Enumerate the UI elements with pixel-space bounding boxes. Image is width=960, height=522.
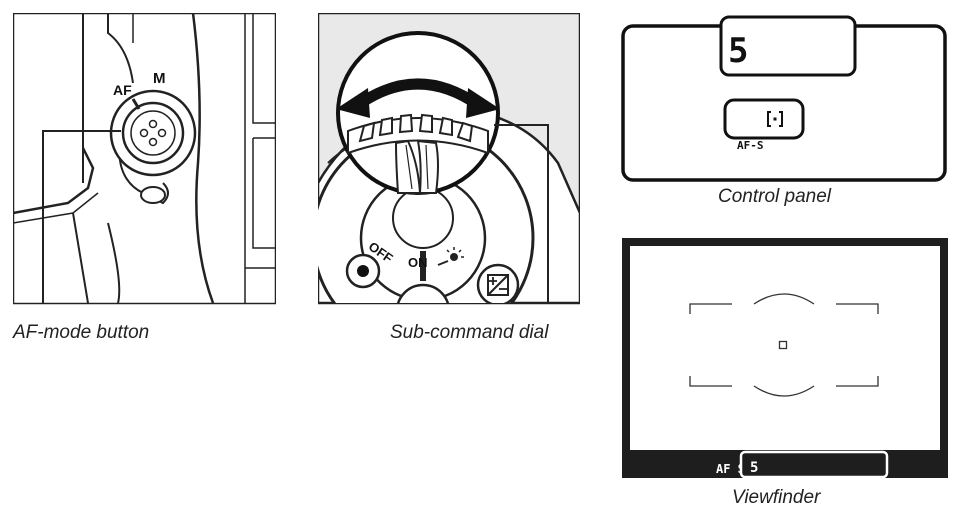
af-label: AF — [113, 82, 132, 98]
record-button[interactable] — [345, 253, 381, 289]
sub-command-dial-caption: Sub-command dial — [390, 322, 549, 343]
viewfinder-display: AF S 5 — [622, 238, 948, 479]
sub-command-dial[interactable] — [336, 31, 500, 195]
viewfinder-mode-text: AF S — [716, 462, 745, 476]
on-label: ON — [408, 255, 428, 270]
control-panel-af-mode: AF-S — [737, 139, 764, 152]
af-mode-button-illustration: AF M — [13, 13, 276, 305]
exposure-compensation-button[interactable] — [476, 263, 520, 305]
af-mode-button-caption: AF-mode button — [13, 322, 150, 343]
viewfinder-caption: Viewfinder — [732, 487, 821, 508]
m-label: M — [153, 70, 166, 87]
focus-point-icon — [778, 340, 788, 350]
control-panel-caption: Control panel — [718, 186, 832, 207]
focus-frame — [689, 293, 879, 397]
rotation-arrow-icon — [336, 78, 500, 118]
control-panel-value: 5 — [728, 31, 748, 71]
af-area-icon — [767, 111, 783, 127]
control-panel-display: 5 AF-S — [621, 15, 947, 182]
af-mode-button[interactable] — [109, 89, 197, 177]
viewfinder-value: 5 — [750, 460, 758, 476]
sub-command-dial-illustration: OFF ON — [318, 13, 580, 305]
